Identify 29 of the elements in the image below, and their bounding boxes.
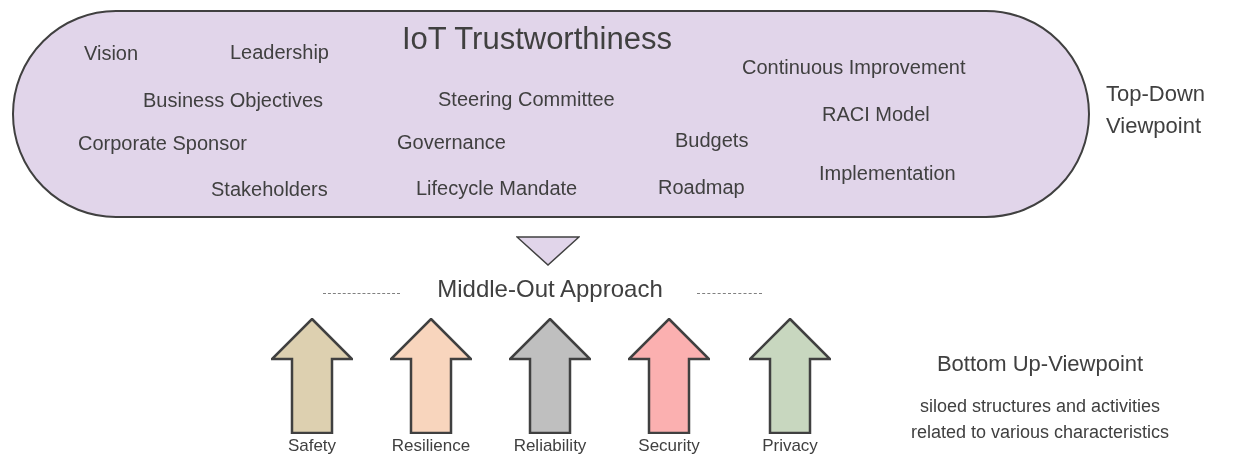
arrow-caption: Resilience (391, 436, 471, 456)
viewpoint-label: Top-Down Viewpoint (1106, 80, 1207, 140)
up-arrow-icon (271, 318, 353, 434)
keyword-label: Governance (397, 132, 506, 152)
keyword-label: Steering Committee (438, 89, 615, 109)
up-arrow-icon (628, 318, 710, 434)
keyword-label: Business Objectives (143, 90, 324, 110)
keyword-label: Leadership (230, 42, 329, 62)
heading-label: IoT Trustworthiness (402, 22, 672, 54)
up-arrow-icon (749, 318, 831, 434)
keyword-label: Budgets (675, 130, 749, 150)
arrow-caption: Safety (287, 436, 337, 456)
keyword-label: Roadmap (658, 177, 745, 197)
approach-label: Middle-Out Approach (436, 274, 664, 304)
triangle-shape (516, 236, 580, 266)
arrow-caption: Reliability (513, 436, 587, 456)
keyword-label: Continuous Improvement (742, 57, 966, 77)
keyword-label: Corporate Sponsor (78, 133, 247, 153)
keyword-label: Stakeholders (211, 179, 328, 199)
keyword-label: Implementation (819, 163, 956, 183)
viewpoint-label: Bottom Up-Viewpoint (935, 350, 1145, 378)
arrow-caption: Privacy (762, 436, 818, 456)
description-text: siloed structures and activities related to various characteristics (909, 395, 1171, 445)
arrow-caption: Security (638, 436, 700, 456)
keyword-label: Lifecycle Mandate (416, 178, 578, 198)
up-arrow-icon (509, 318, 591, 434)
keyword-label: Vision (84, 43, 139, 63)
keyword-label: RACI Model (822, 104, 930, 124)
up-arrow-icon (390, 318, 472, 434)
